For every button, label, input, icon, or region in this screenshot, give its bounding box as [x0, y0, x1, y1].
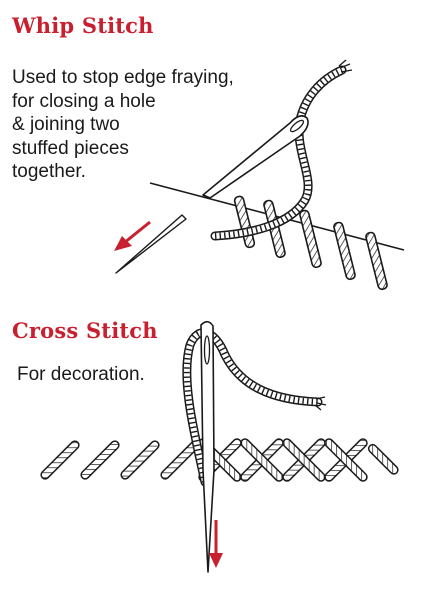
whip-description-line: for closing a hole — [12, 90, 156, 112]
cross-stitch-title: Cross Stitch — [12, 318, 158, 343]
needle-icon — [200, 320, 215, 573]
needle-tip-icon — [115, 214, 187, 274]
direction-arrow-icon — [114, 220, 151, 251]
whip-description-line: Used to stop edge fraying, — [12, 67, 234, 88]
cross-description-line: For decoration. — [17, 364, 145, 385]
needle-icon — [202, 115, 309, 199]
cross-stitch-description: For decoration. — [17, 363, 145, 387]
fabric-edge-line — [149, 182, 405, 251]
cross-stitch-crosses — [198, 438, 399, 482]
whip-description-line: together. — [12, 161, 86, 182]
thread-icon — [210, 59, 353, 241]
cross-stitch-dashes — [40, 440, 200, 480]
whip-stitch-illustration — [114, 59, 405, 291]
whip-description-line: stuffed pieces — [12, 137, 129, 159]
whip-stitch-title: Whip Stitch — [12, 13, 154, 38]
whip-stitch-description: Used to stop edge fraying, for closing a… — [12, 66, 297, 184]
cross-stitch-illustration — [40, 320, 399, 573]
direction-arrow-icon — [209, 520, 223, 568]
whip-stitches — [233, 195, 388, 291]
whip-description-line: & joining two — [12, 114, 120, 135]
